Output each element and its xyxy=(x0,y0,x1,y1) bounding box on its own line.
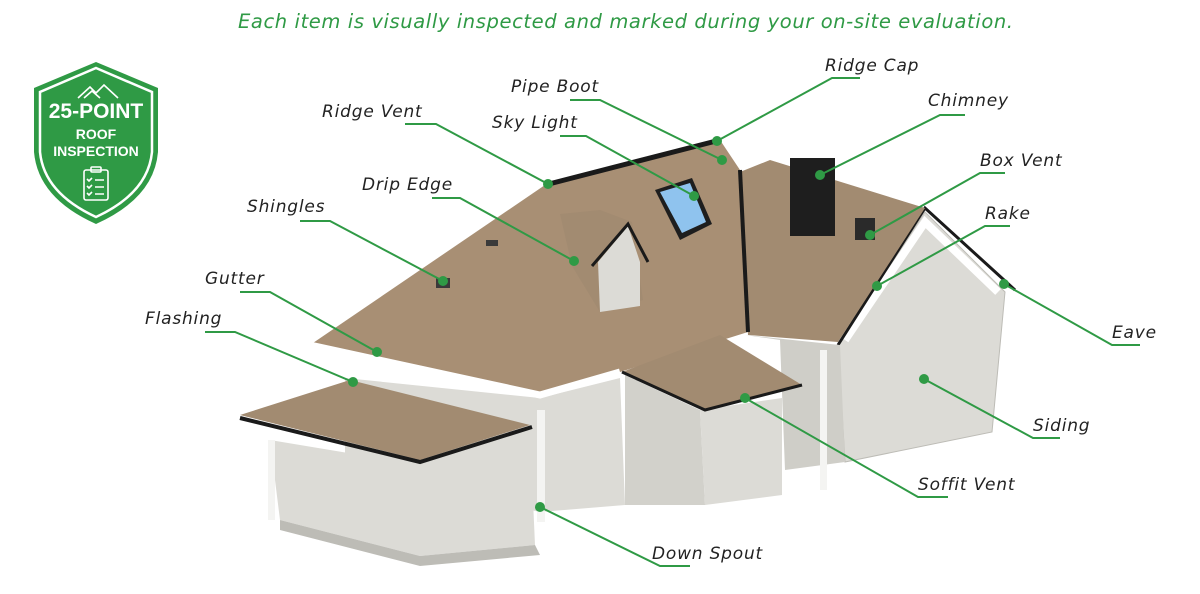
label-eave: Eave xyxy=(1112,323,1157,343)
marker-soffit-vent xyxy=(740,393,750,403)
mountains-icon xyxy=(77,83,119,99)
marker-rake xyxy=(872,281,882,291)
label-ridge-vent: Ridge Vent xyxy=(322,102,423,122)
leader-down-spout xyxy=(539,506,690,567)
leader-rake xyxy=(876,225,1010,287)
marker-shingles xyxy=(438,276,448,286)
marker-drip-edge xyxy=(569,256,579,266)
marker-pipe-boot xyxy=(717,155,727,165)
marker-chimney xyxy=(815,170,825,180)
leader-drip-edge xyxy=(432,197,575,262)
badge-title: 25-POINT xyxy=(48,100,144,123)
leader-flashing xyxy=(205,331,354,383)
badge-subtitle-1: ROOF xyxy=(75,126,117,142)
leader-sky-light xyxy=(560,135,695,197)
label-box-vent: Box Vent xyxy=(980,151,1063,171)
marker-box-vent xyxy=(865,230,875,240)
label-siding: Siding xyxy=(1033,416,1091,436)
badge-subtitle-2: INSPECTION xyxy=(53,143,139,159)
label-shingles: Shingles xyxy=(247,197,326,217)
leader-siding xyxy=(923,378,1060,439)
leader-soffit-vent xyxy=(744,397,948,498)
label-chimney: Chimney xyxy=(928,91,1009,111)
marker-ridge-vent xyxy=(543,179,553,189)
leader-eave xyxy=(1003,283,1140,346)
label-drip-edge: Drip Edge xyxy=(362,175,453,195)
leader-box-vent xyxy=(869,172,1005,236)
marker-ridge-cap xyxy=(712,136,722,146)
marker-flashing xyxy=(348,377,358,387)
marker-down-spout xyxy=(535,502,545,512)
marker-sky-light xyxy=(689,191,699,201)
marker-siding xyxy=(919,374,929,384)
marker-eave xyxy=(999,279,1009,289)
label-pipe-boot: Pipe Boot xyxy=(511,77,599,97)
leader-ridge-vent xyxy=(405,123,549,185)
inspection-badge: 25-POINT ROOF INSPECTION xyxy=(30,60,162,226)
label-gutter: Gutter xyxy=(205,269,265,289)
label-flashing: Flashing xyxy=(145,309,223,329)
label-down-spout: Down Spout xyxy=(652,544,763,564)
clipboard-checklist-icon xyxy=(83,166,109,201)
label-rake: Rake xyxy=(985,204,1031,224)
leader-gutter xyxy=(240,291,378,353)
shield-icon xyxy=(34,62,158,224)
leader-pipe-boot xyxy=(570,99,723,161)
headline: Each item is visually inspected and mark… xyxy=(238,10,1014,33)
label-sky-light: Sky Light xyxy=(492,113,578,133)
label-soffit-vent: Soffit Vent xyxy=(918,475,1016,495)
label-ridge-cap: Ridge Cap xyxy=(825,56,920,76)
leader-chimney xyxy=(819,114,965,176)
marker-gutter xyxy=(372,347,382,357)
leader-shingles xyxy=(300,220,444,282)
leader-ridge-cap xyxy=(716,77,860,142)
